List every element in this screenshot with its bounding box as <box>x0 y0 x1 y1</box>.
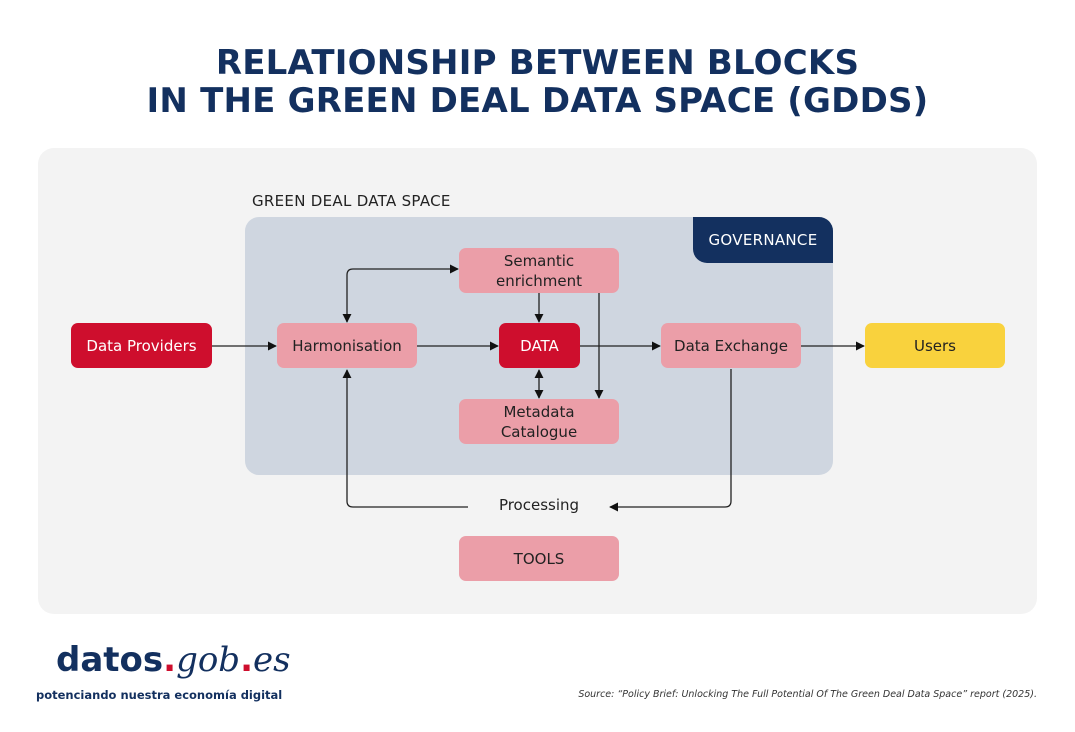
node-data-label: DATA <box>520 336 559 355</box>
datos-gob-logo: datos.gob.es <box>56 640 291 680</box>
node-data: DATA <box>499 323 580 368</box>
node-users: Users <box>865 323 1005 368</box>
title-line-2: IN THE GREEN DEAL DATA SPACE (GDDS) <box>146 81 929 121</box>
logo-es: es <box>252 640 291 680</box>
logo-tagline: potenciando nuestra economía digital <box>36 688 283 702</box>
title-line-1: RELATIONSHIP BETWEEN BLOCKS <box>215 43 860 83</box>
node-data-providers: Data Providers <box>71 323 212 368</box>
node-tools-label: TOOLS <box>513 549 565 568</box>
node-harmonisation-label: Harmonisation <box>292 336 402 355</box>
logo-dot-2: . <box>240 640 253 680</box>
source-citation: Source: “Policy Brief: Unlocking The Ful… <box>578 689 1037 700</box>
node-data-exchange: Data Exchange <box>661 323 801 368</box>
logo-dot-1: . <box>163 640 177 680</box>
node-metadata-label-1: Metadata <box>503 402 575 421</box>
node-processing: Processing <box>498 496 580 514</box>
edge-processing-harmonisation <box>342 369 468 508</box>
node-harmonisation: Harmonisation <box>277 323 417 368</box>
node-metadata-catalogue: Metadata Catalogue <box>459 399 619 444</box>
node-semantic-label-1: Semantic <box>503 251 575 270</box>
edge-harmonisation-semantic <box>342 264 459 323</box>
edge-exchange-processing <box>609 369 732 512</box>
node-data-exchange-label: Data Exchange <box>674 336 788 355</box>
node-semantic-enrichment: Semantic enrichment <box>459 248 619 293</box>
node-data-providers-label: Data Providers <box>86 336 197 355</box>
page-title: RELATIONSHIP BETWEEN BLOCKS IN THE GREEN… <box>0 44 1075 120</box>
logo-datos: datos <box>56 640 164 680</box>
node-users-label: Users <box>913 336 956 355</box>
gdds-container-label: GREEN DEAL DATA SPACE <box>252 192 451 210</box>
node-metadata-label-2: Catalogue <box>500 422 578 441</box>
node-tools: TOOLS <box>459 536 619 581</box>
governance-badge: GOVERNANCE <box>693 217 833 263</box>
node-semantic-label-2: enrichment <box>495 271 583 290</box>
logo-gob: gob <box>176 640 241 680</box>
